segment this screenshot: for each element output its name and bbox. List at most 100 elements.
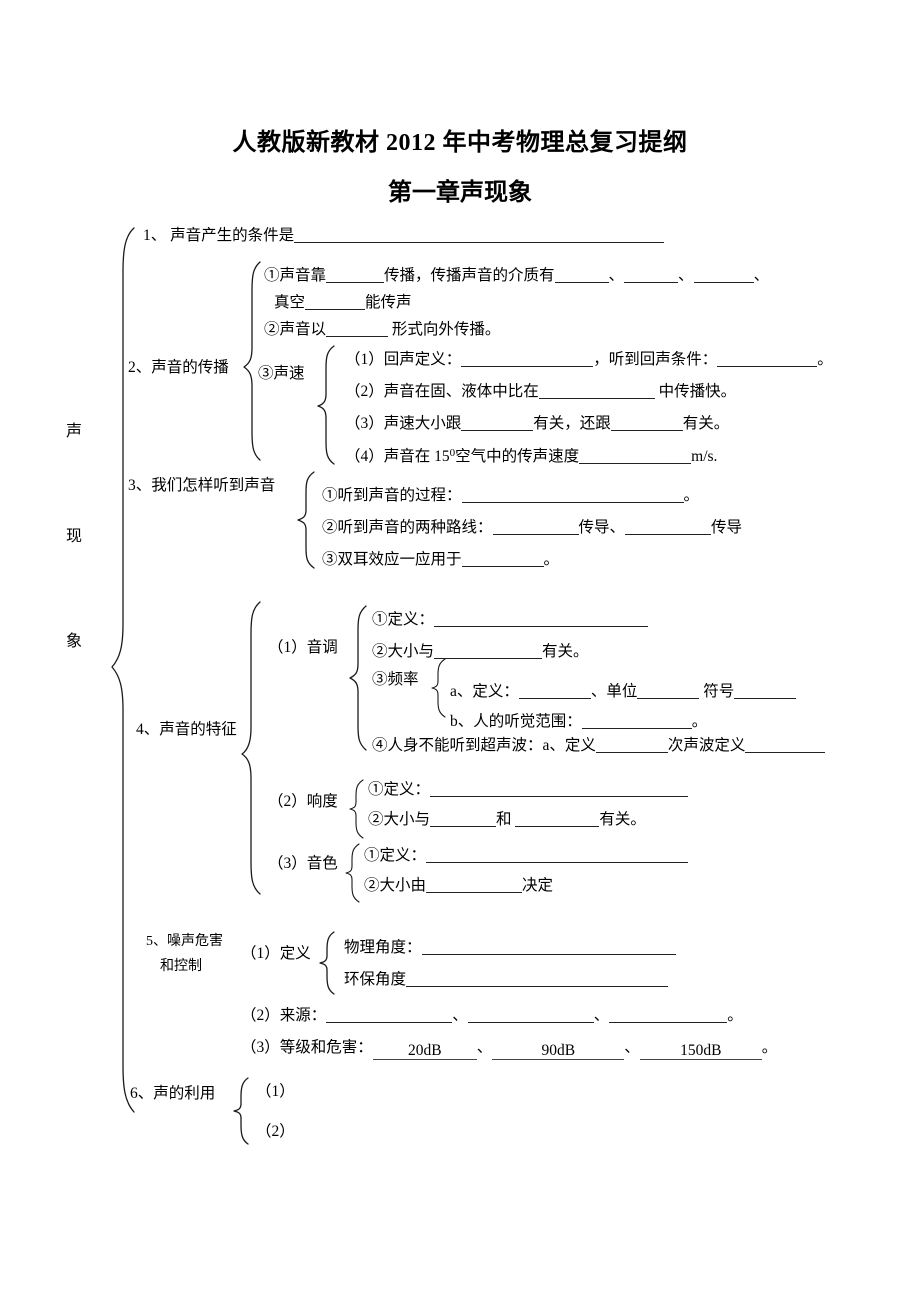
s2-i1-text-b: 传播，传播声音的介质有 xyxy=(384,267,555,284)
blank-underline xyxy=(581,714,692,729)
section-3-item-1: ①听到声音的过程：。 xyxy=(322,488,699,504)
s4-g1-i4-a: b、人的听觉范围： xyxy=(450,713,582,730)
frequency-group-label: ③频率 xyxy=(372,671,419,688)
noise-definition-brace xyxy=(318,930,338,996)
blank-underline xyxy=(610,416,683,431)
s4-g1-i2-a: ②大小与 xyxy=(372,643,435,660)
s2-i1-l2-a: 真空 xyxy=(274,294,306,311)
blank-underline xyxy=(326,322,389,337)
s5-grade-a: （3）等级和危害： xyxy=(241,1039,373,1056)
section-3-brace xyxy=(296,470,318,570)
grade-value-3: 150dB xyxy=(639,1043,762,1060)
speed-i1-a: （1）回声定义： xyxy=(345,351,462,368)
section-5-label-line-1: 5、噪声危害 xyxy=(146,934,223,949)
noise-definition-label: （1）定义 xyxy=(241,945,311,962)
blank-underline xyxy=(434,612,649,627)
blank-underline xyxy=(538,384,655,399)
section-2-item-1-line-1: ①声音靠传播，传播声音的介质有、、、 xyxy=(264,268,769,284)
blank-underline xyxy=(595,738,668,753)
s5-grade-sep-2: 、 xyxy=(624,1039,640,1056)
s4-g2-i2-a: ②大小与 xyxy=(368,811,431,828)
blank-underline xyxy=(609,1008,728,1023)
blank-underline xyxy=(326,268,385,283)
blank-underline xyxy=(294,228,665,243)
blank-underline xyxy=(734,684,797,699)
s4-g2-i2-c: 有关。 xyxy=(599,811,646,828)
tone-item-4: ④人身不能听到超声波：a、定义 次声波定义 xyxy=(372,737,826,754)
blank-underline xyxy=(461,488,684,503)
section-2-label: 2、声音的传播 xyxy=(128,359,229,376)
blank-underline xyxy=(430,812,497,827)
timbre-group-label: （3）音色 xyxy=(268,855,338,872)
noise-source-row: （2）来源：、、。 xyxy=(241,1008,743,1024)
s5-src-sep-1: 、 xyxy=(452,1007,468,1024)
blank-underline xyxy=(426,848,689,863)
speed-i4-a: （4）声音在 15 xyxy=(345,448,450,465)
grade-value-1: 20dB xyxy=(372,1043,477,1060)
section-6-item-1: （1） xyxy=(256,1083,295,1100)
s2-i2-a: ②声音以 xyxy=(264,321,327,338)
speed-item-1: （1）回声定义：，听到回声条件：。 xyxy=(345,352,833,368)
blank-underline xyxy=(406,972,669,987)
blank-underline xyxy=(430,782,689,797)
frequency-brace xyxy=(430,657,448,719)
s5-def-i1: 物理角度： xyxy=(344,939,422,956)
blank-underline xyxy=(421,940,676,955)
blank-underline xyxy=(467,1008,594,1023)
speed-i1-b: ，听到回声条件： xyxy=(593,351,718,368)
blank-underline xyxy=(305,295,366,310)
section-3-item-3: ③双耳效应一应用于。 xyxy=(322,552,559,568)
noise-def-item-1: 物理角度： xyxy=(344,940,676,956)
s3-i2-b: 传导、 xyxy=(578,519,626,536)
blank-underline xyxy=(579,449,692,464)
section-4-label: 4、声音的特征 xyxy=(136,721,237,738)
s4-g3-i2-a: ②大小由 xyxy=(364,877,427,894)
frequency-item-a: a、定义：、单位 符号 xyxy=(450,683,797,700)
s4-g1-i3-a: a、定义： xyxy=(450,683,519,700)
s4-g3-i1: ①定义： xyxy=(364,847,427,864)
s4-g1-i5-a: ④人身不能听到超声波：a、定义 xyxy=(372,737,596,754)
section-2-item-1-line-2: 真空能传声 xyxy=(274,295,412,311)
section-1-label: 1、 声音产生的条件是 xyxy=(143,227,295,244)
blank-underline xyxy=(515,812,600,827)
speed-i4-c: m/s. xyxy=(691,448,718,465)
section-3-label: 3、我们怎样听到声音 xyxy=(128,477,276,494)
s4-g3-i2-b: 决定 xyxy=(522,877,554,894)
loudness-item-1: ①定义： xyxy=(368,781,689,798)
s3-i2-a: ②听到声音的两种路线： xyxy=(322,519,493,536)
blank-underline xyxy=(717,352,818,367)
speed-item-2: （2）声音在固、液体中比在 中传播快。 xyxy=(345,384,736,400)
noise-grade-row: （3）等级和危害：20dB、90dB、150dB。 xyxy=(241,1040,777,1060)
tone-item-2: ②大小与有关。 xyxy=(372,644,589,660)
section-2-item-2: ②声音以 形式向外传播。 xyxy=(264,322,500,338)
s2-i1-sep-1: 、 xyxy=(608,267,625,284)
outer-brace xyxy=(110,226,138,1114)
s4-g1-i3-b: 、单位 xyxy=(590,683,638,700)
section-5-label-line-2: 和控制 xyxy=(160,959,202,974)
blank-underline xyxy=(426,878,523,893)
s5-def-i2: 环保角度 xyxy=(344,971,407,988)
blank-underline xyxy=(492,520,579,535)
blank-underline xyxy=(554,268,609,283)
s4-g1-i5-b: 次声波定义 xyxy=(667,737,746,754)
speed-item-3: （3）声速大小跟有关，还跟有关。 xyxy=(345,416,729,432)
s5-src-sep-2: 、 xyxy=(593,1007,610,1024)
noise-def-item-2: 环保角度 xyxy=(344,971,669,988)
s5-src-a: （2）来源： xyxy=(241,1007,327,1024)
s4-g2-i2-b: 和 xyxy=(496,811,516,828)
outer-label-char-3: 象 xyxy=(66,633,83,650)
outer-label-char-1: 声 xyxy=(66,423,83,440)
loudness-group-label: （2）响度 xyxy=(268,793,338,810)
s2-i1-tail: 、 xyxy=(753,267,770,284)
timbre-item-2: ②大小由 决定 xyxy=(364,878,553,894)
s3-i3-b: 。 xyxy=(543,551,560,568)
speed-i3-a: （3）声速大小跟 xyxy=(345,415,462,432)
frequency-item-b: b、人的听觉范围：。 xyxy=(450,714,707,730)
blank-underline xyxy=(693,268,754,283)
section-4-brace xyxy=(240,600,264,896)
blank-underline xyxy=(461,552,544,567)
s5-grade-sep-1: 、 xyxy=(476,1039,493,1056)
s4-g2-i1: ①定义： xyxy=(368,781,431,798)
s2-i1-sep-2: 、 xyxy=(678,267,694,284)
blank-underline xyxy=(434,644,543,659)
